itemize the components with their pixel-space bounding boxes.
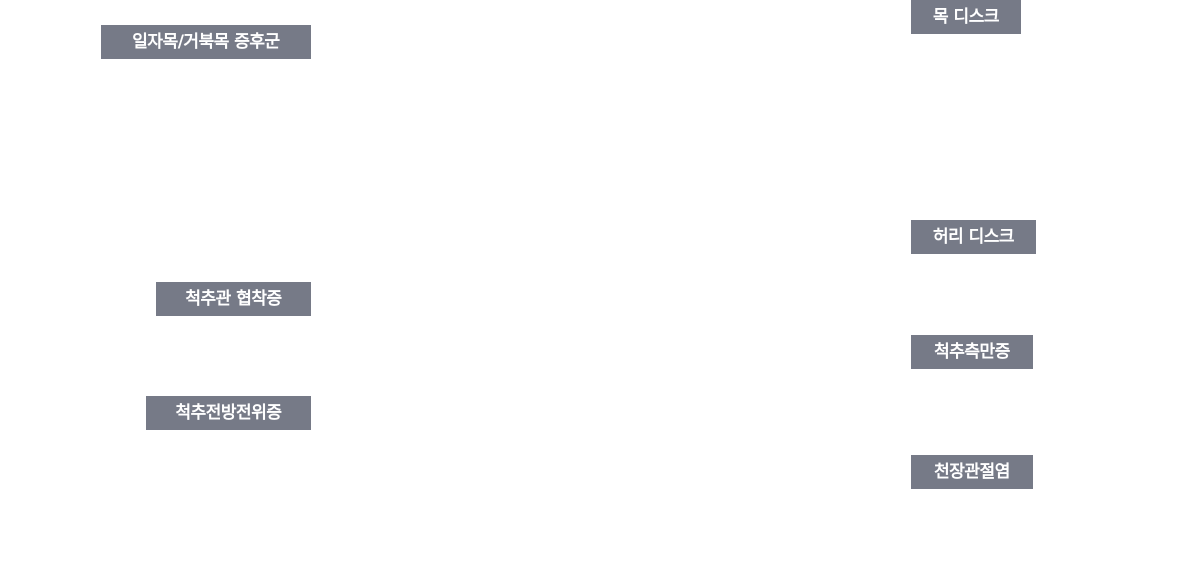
label-neck-disc[interactable]: 목 디스크 bbox=[911, 0, 1021, 34]
label-cervical-syndrome[interactable]: 일자목/거북목 증후군 bbox=[101, 25, 311, 59]
label-sacroiliitis[interactable]: 천장관절염 bbox=[911, 455, 1033, 489]
label-lumbar-disc[interactable]: 허리 디스크 bbox=[911, 220, 1036, 254]
label-spondylolisthesis[interactable]: 척추전방전위증 bbox=[146, 396, 311, 430]
label-scoliosis[interactable]: 척추측만증 bbox=[911, 335, 1033, 369]
label-spinal-stenosis[interactable]: 척추관 협착증 bbox=[156, 282, 311, 316]
